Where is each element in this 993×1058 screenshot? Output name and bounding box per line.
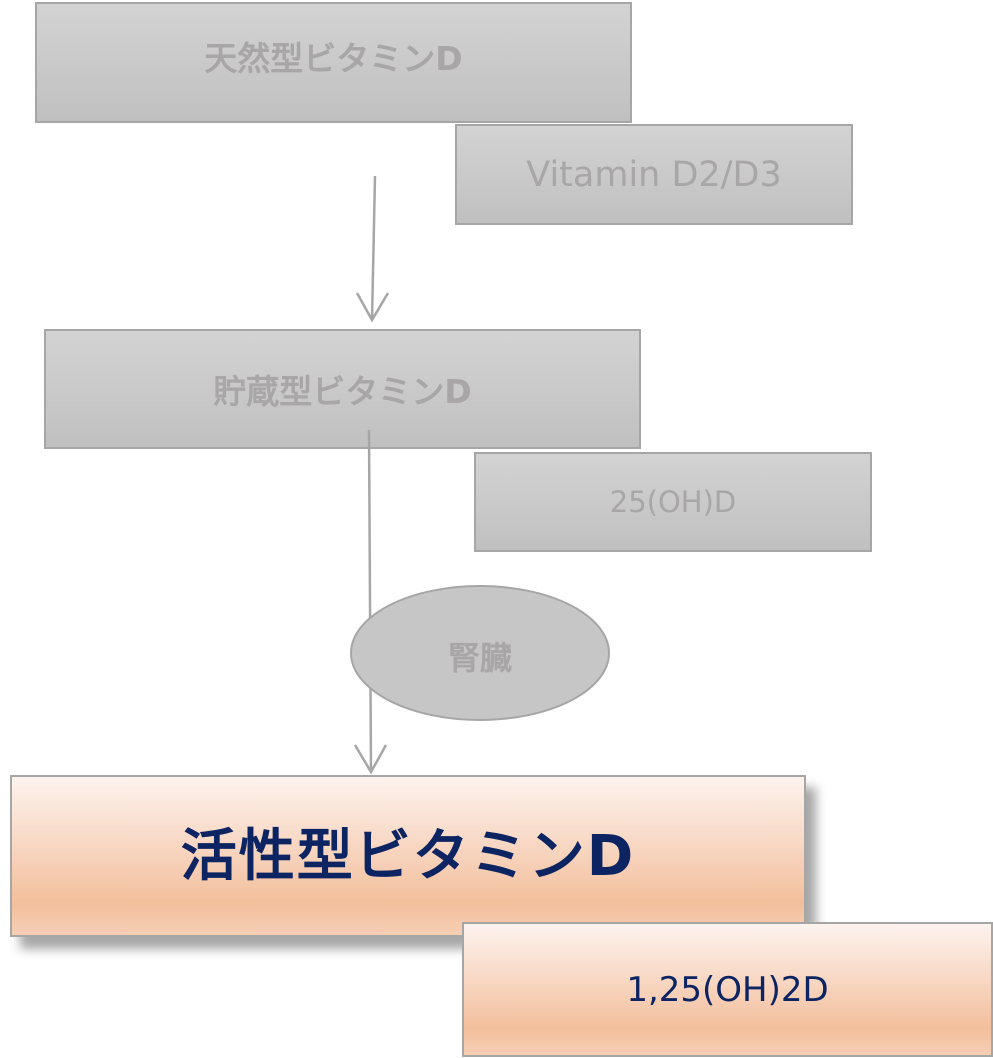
kidney-ellipse xyxy=(350,585,610,721)
natural-vitamin-d-subtitle: Vitamin D2/D3 xyxy=(526,154,782,195)
kidney-label: 腎臓 xyxy=(447,639,512,677)
storage-vitamin-d-subtitle-box: 25(OH)D xyxy=(474,452,872,552)
active-vitamin-d-box: 活性型ビタミンD xyxy=(10,775,806,937)
natural-vitamin-d-title: 天然型ビタミンD xyxy=(204,39,463,78)
active-vitamin-d-title: 活性型ビタミンD xyxy=(180,823,636,889)
natural-vitamin-d-subtitle-box: Vitamin D2/D3 xyxy=(455,124,853,225)
arrow-natural-to-storage xyxy=(355,175,390,323)
storage-vitamin-d-subtitle: 25(OH)D xyxy=(609,485,737,519)
active-vitamin-d-subtitle-box: 1,25(OH)2D xyxy=(462,922,993,1057)
storage-vitamin-d-title: 貯蔵型ビタミンD xyxy=(213,372,472,411)
active-vitamin-d-subtitle: 1,25(OH)2D xyxy=(626,969,829,1010)
arrow-storage-to-active xyxy=(353,429,388,775)
storage-vitamin-d-box: 貯蔵型ビタミンD xyxy=(44,329,641,449)
natural-vitamin-d-box: 天然型ビタミンD xyxy=(35,2,632,123)
